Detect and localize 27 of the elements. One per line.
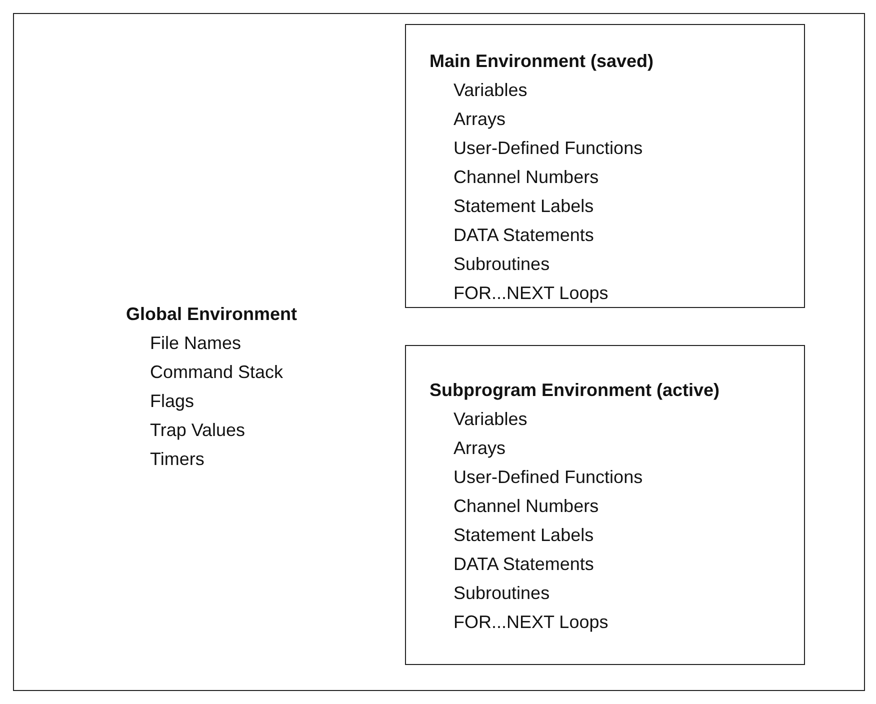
list-item: FOR...NEXT Loops xyxy=(454,282,608,305)
list-item: Arrays xyxy=(454,108,506,131)
list-item: Subroutines xyxy=(454,582,550,604)
environment-box xyxy=(404,344,804,664)
list-item: Arrays xyxy=(454,436,506,460)
environment-box xyxy=(404,24,804,308)
section-heading: Global Environment xyxy=(126,303,298,326)
list-item: Channel Numbers xyxy=(454,166,599,188)
list-item: Statement Labels xyxy=(454,194,594,218)
list-item: User-Defined Functions xyxy=(454,466,643,488)
section-heading: Subprogram Environment (active) xyxy=(430,378,720,402)
list-item: Variables xyxy=(454,78,528,102)
list-item: Variables xyxy=(454,408,528,430)
environment-panel xyxy=(13,13,865,691)
list-item: Command Stack xyxy=(150,361,284,384)
list-item: Timers xyxy=(150,448,204,471)
list-item: DATA Statements xyxy=(454,224,594,246)
list-item: User-Defined Functions xyxy=(454,136,643,160)
list-item: DATA Statements xyxy=(454,552,594,576)
list-item: Subroutines xyxy=(454,252,550,276)
list-item: Statement Labels xyxy=(454,524,594,546)
list-item: Trap Values xyxy=(150,419,246,442)
list-item: FOR...NEXT Loops xyxy=(454,610,608,634)
list-item: Channel Numbers xyxy=(454,494,599,518)
list-item: Flags xyxy=(150,390,194,413)
list-item: File Names xyxy=(150,332,242,355)
section-heading: Main Environment (saved) xyxy=(430,50,654,73)
